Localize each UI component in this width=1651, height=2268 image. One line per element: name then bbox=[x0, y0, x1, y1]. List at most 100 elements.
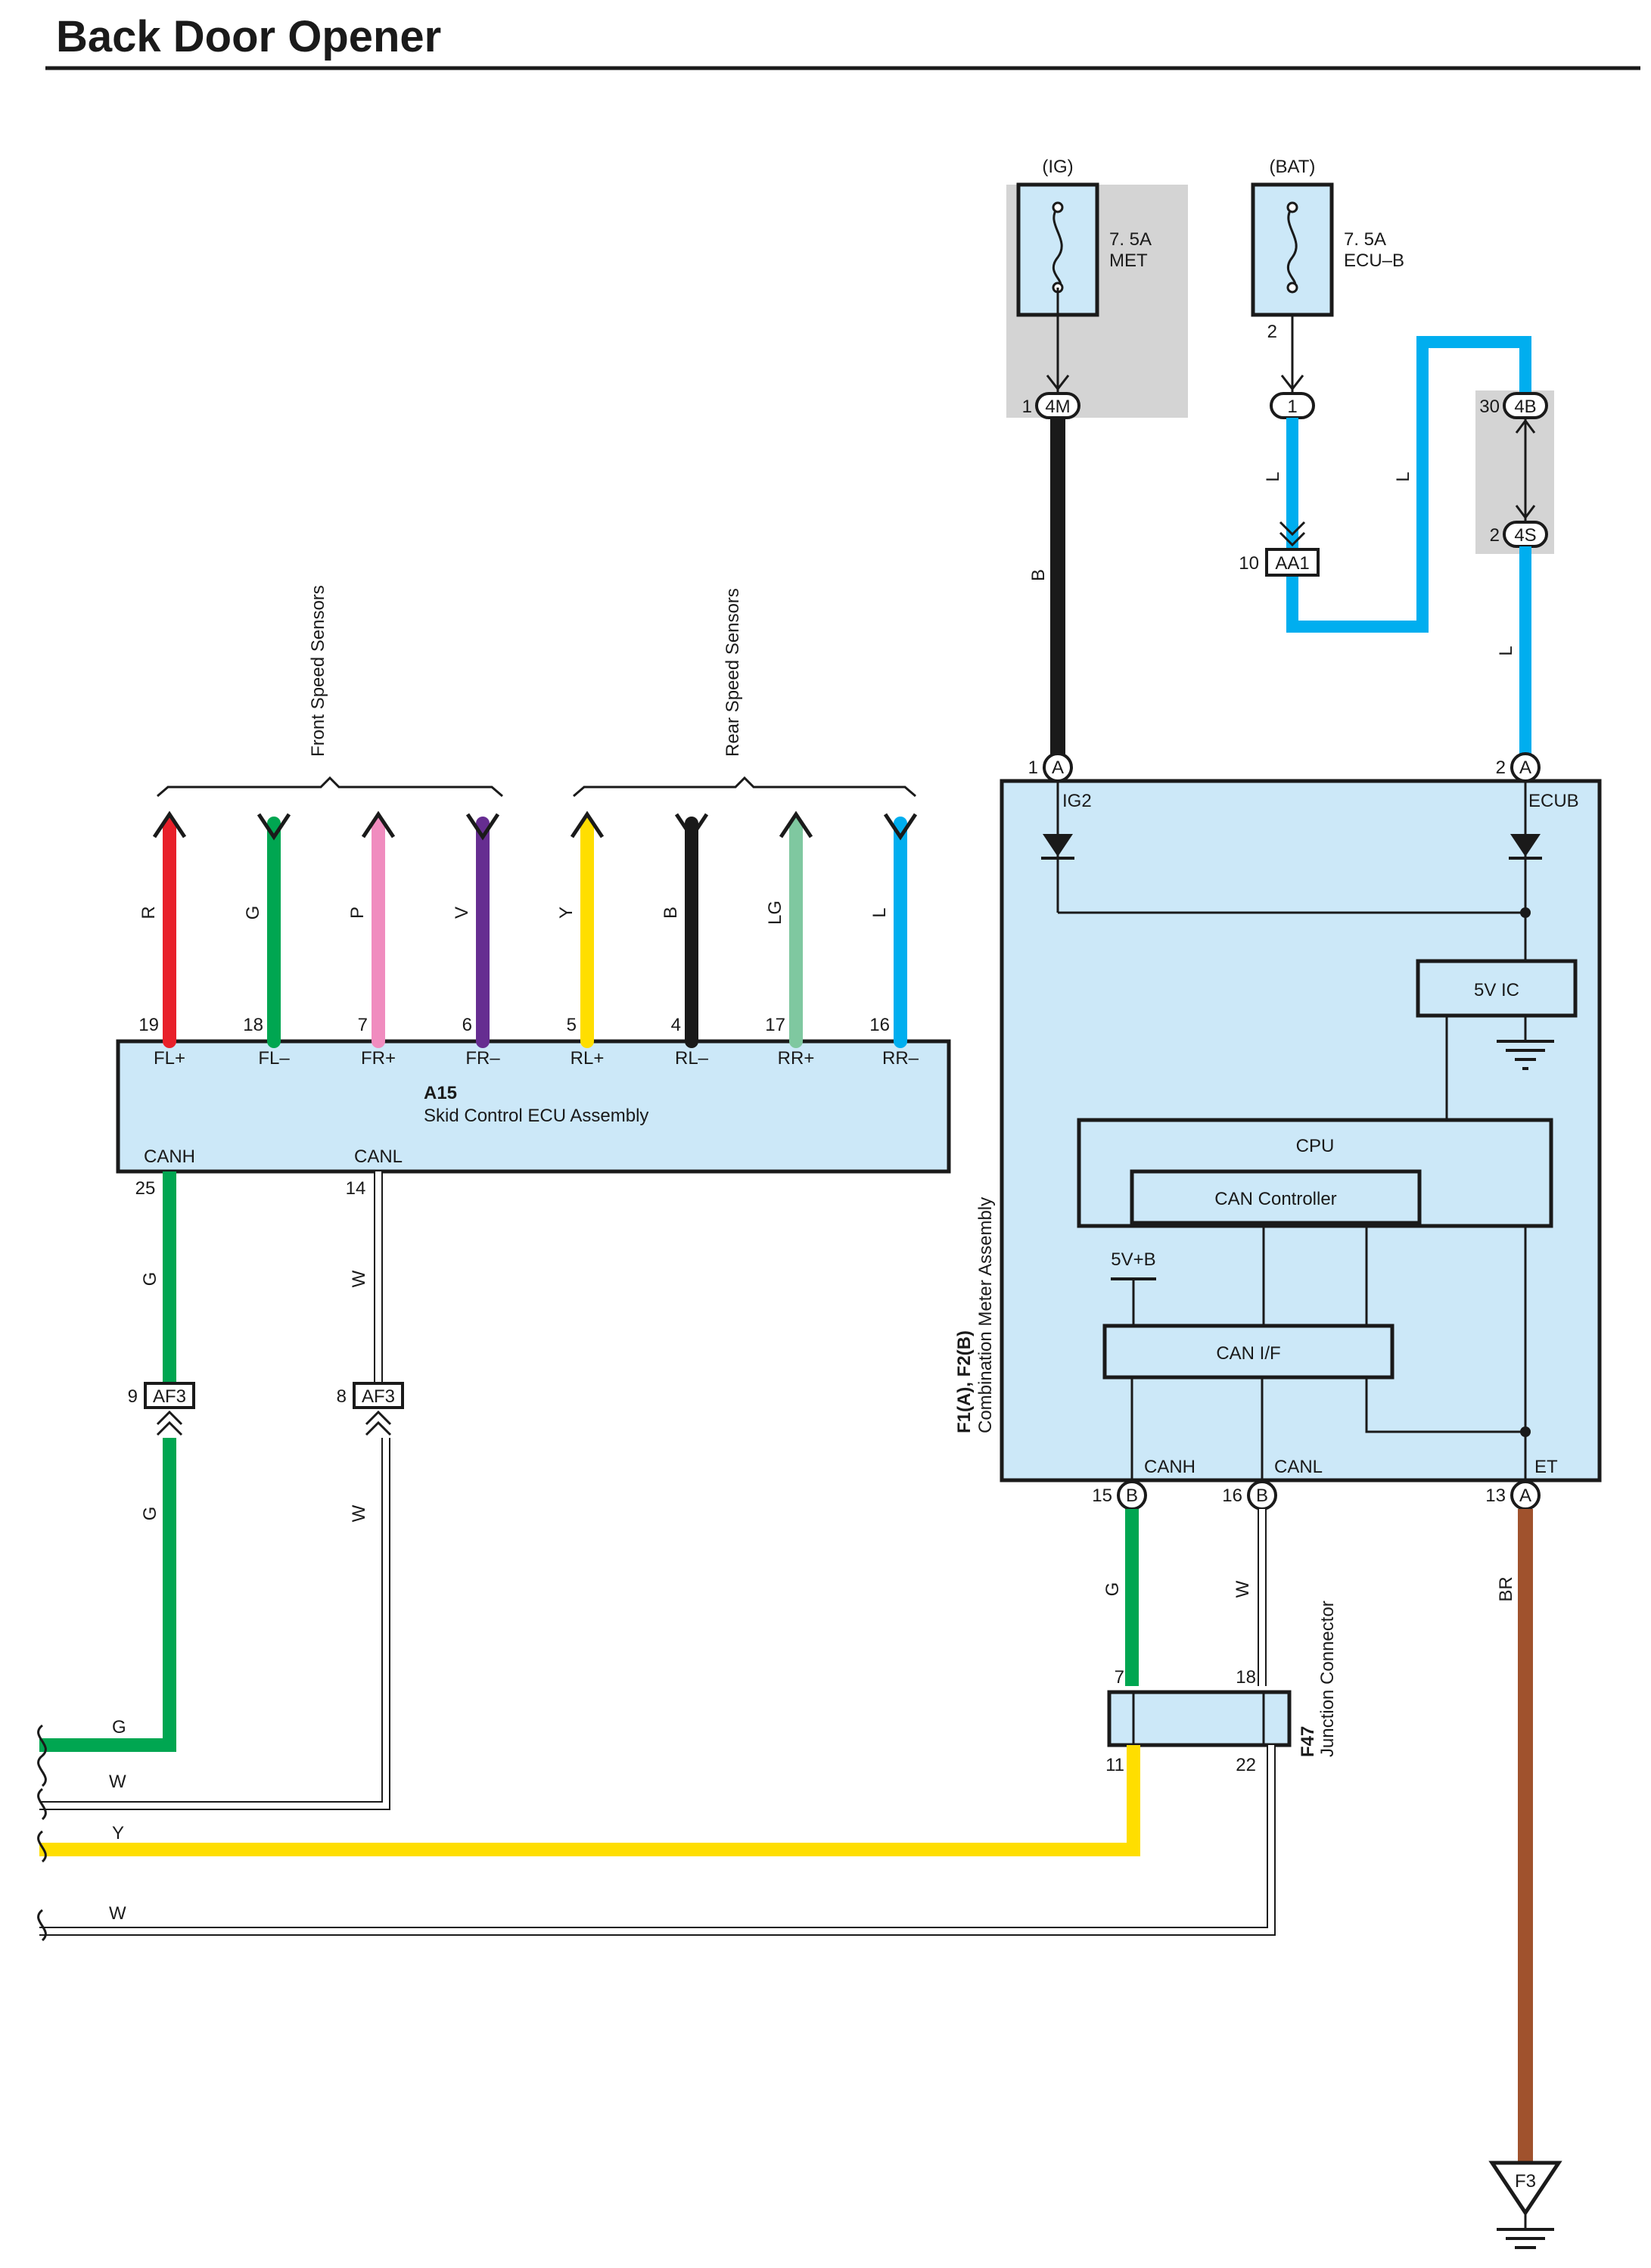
connector-4s-label: 4S bbox=[1514, 525, 1536, 546]
bat-label: (BAT) bbox=[1270, 157, 1316, 177]
diode-ig2 bbox=[1043, 834, 1073, 857]
wire-g-ecu-label: G bbox=[140, 1272, 160, 1286]
meter-ecub-conn-label: A bbox=[1519, 758, 1531, 778]
sensor-arrow-rlp bbox=[570, 810, 605, 838]
meter-name: Combination Meter Assembly bbox=[975, 1197, 996, 1433]
front-sensor-bracket bbox=[157, 776, 503, 798]
meter-ecub-label: ECUB bbox=[1528, 791, 1579, 811]
connector-aa1-pin: 10 bbox=[1239, 553, 1259, 574]
connector-4b-label: 4B bbox=[1514, 397, 1536, 417]
meter-et-label: ET bbox=[1534, 1457, 1558, 1477]
sensor-arrow-frm bbox=[465, 813, 500, 841]
connector-aa1-label: AA1 bbox=[1275, 553, 1309, 574]
sensor-wires: R19FL+G18FL–P7FR+V6FR–Y5RL+B4RL–LG17RR+L… bbox=[138, 810, 919, 1069]
fuse-ecub-contact-bottom bbox=[1286, 282, 1298, 294]
ground-f3-symbol bbox=[1488, 2161, 1562, 2217]
link-arrow-down bbox=[1515, 505, 1536, 520]
sensor-arrow-rlm bbox=[674, 813, 709, 841]
meter-canl-pin: 16 bbox=[1222, 1486, 1242, 1506]
break-mark-2 bbox=[37, 1787, 47, 1821]
sensor-wire-label-flm: G bbox=[243, 906, 263, 920]
sensor-pin-rlp: 5 bbox=[567, 1015, 577, 1035]
cpu-label: CPU bbox=[1296, 1136, 1335, 1156]
sensor-pin-flm: 18 bbox=[243, 1015, 263, 1035]
ecub-arrow bbox=[1280, 375, 1304, 391]
meter-et-conn-label: A bbox=[1519, 1486, 1531, 1506]
sensor-wire-label-rrp: LG bbox=[765, 901, 785, 925]
can-controller-block bbox=[1130, 1169, 1422, 1225]
ecub-rating: 7. 5A bbox=[1344, 229, 1386, 250]
fuse-ecub-element bbox=[1286, 207, 1298, 289]
ecu-canh-pin: 25 bbox=[135, 1178, 156, 1199]
sensor-pin-flp: 19 bbox=[138, 1015, 159, 1035]
bus-node bbox=[1520, 907, 1531, 918]
ecu-terminal-rlp: RL+ bbox=[571, 1048, 605, 1069]
connector-aa1 bbox=[1265, 548, 1320, 577]
wire-l-bat-label: L bbox=[1263, 471, 1283, 481]
connector-af3-canl-pin: 8 bbox=[337, 1386, 347, 1407]
meter-code: F1(A), F2(B) bbox=[954, 1330, 975, 1433]
ecu-canl-label: CANL bbox=[354, 1146, 403, 1167]
af3-canl-arrow bbox=[365, 1410, 392, 1436]
break-mark-4 bbox=[37, 1909, 47, 1942]
sensor-wire-label-flp: R bbox=[138, 906, 159, 919]
junction-name: Junction Connector bbox=[1317, 1601, 1338, 1757]
junction-pin-bl: 11 bbox=[1105, 1755, 1124, 1775]
sensor-wire-label-rlp: Y bbox=[556, 907, 577, 919]
sensor-arrow-flp bbox=[152, 810, 187, 838]
connector-4m-label: 4M bbox=[1045, 397, 1070, 417]
page-title: Back Door Opener bbox=[56, 12, 441, 61]
wire-l-loop-label: L bbox=[1393, 471, 1413, 481]
junction-f47 bbox=[1107, 1690, 1292, 1747]
left-wire-label-3: Y bbox=[112, 1823, 124, 1843]
wire-g-meter-label: G bbox=[1102, 1582, 1123, 1597]
sensor-pin-frm: 6 bbox=[462, 1015, 472, 1035]
junction-pin-br: 22 bbox=[1236, 1755, 1256, 1775]
connector-af3-canl bbox=[353, 1382, 404, 1409]
sensor-arrow-rrm bbox=[883, 813, 918, 841]
junction-pin-tl: 7 bbox=[1115, 1667, 1124, 1688]
wire-b-ig-label: B bbox=[1028, 569, 1049, 581]
break-mark-3 bbox=[37, 1830, 47, 1863]
connector-4m bbox=[1035, 392, 1080, 419]
ic-5v-label: 5V IC bbox=[1474, 980, 1519, 1000]
meter-ig2-pin: 1 bbox=[1028, 758, 1038, 778]
ecu-terminal-frp: FR+ bbox=[361, 1048, 396, 1069]
met-rating: 7. 5A bbox=[1109, 229, 1152, 250]
wire-br-label: BR bbox=[1496, 1576, 1516, 1601]
skid-control-ecu bbox=[116, 1039, 951, 1174]
meter-ig2-conn-label: A bbox=[1052, 758, 1064, 778]
met-name: MET bbox=[1109, 250, 1148, 271]
left-wire-label-1: G bbox=[112, 1717, 126, 1738]
ecu-terminal-rrm: RR– bbox=[882, 1048, 919, 1069]
ecub-name: ECU–B bbox=[1344, 250, 1404, 271]
wire-w-af3 bbox=[39, 1438, 389, 1809]
fuse-ecub-contact-top bbox=[1286, 201, 1298, 213]
sensor-wire-label-frp: P bbox=[347, 907, 368, 919]
meter-canl-conn-label: B bbox=[1256, 1486, 1268, 1506]
front-sensor-label-text: Front Speed Sensors bbox=[308, 585, 328, 757]
ecu-code: A15 bbox=[424, 1083, 457, 1103]
diode-ecub bbox=[1510, 834, 1541, 857]
wire-l-ecub-label: L bbox=[1496, 646, 1516, 655]
wire-w-af3-label: W bbox=[349, 1504, 369, 1522]
wire-g-af3 bbox=[39, 1438, 176, 1752]
sensor-wire-label-rrm: L bbox=[869, 907, 890, 917]
ecu-canh-label: CANH bbox=[144, 1146, 195, 1167]
left-wire-label-2: W bbox=[109, 1772, 126, 1792]
supply-label: 5V+B bbox=[1111, 1249, 1155, 1270]
sensor-pin-rrp: 17 bbox=[765, 1015, 785, 1035]
ic-5v-block bbox=[1416, 959, 1578, 1018]
sensor-arrow-frp bbox=[361, 810, 396, 838]
connector-4s-pin: 2 bbox=[1490, 525, 1500, 546]
left-wire-label-4: W bbox=[109, 1903, 126, 1924]
link-arrow-up bbox=[1515, 418, 1536, 434]
fuse-met-contact-top bbox=[1052, 201, 1064, 213]
sensor-wire-label-rlm: B bbox=[661, 907, 681, 919]
ecu-terminal-flm: FL– bbox=[258, 1048, 290, 1069]
junction-code: F47 bbox=[1298, 1726, 1318, 1757]
meter-canl-label: CANL bbox=[1274, 1457, 1323, 1477]
ground-f3-label: F3 bbox=[1515, 2171, 1536, 2192]
sensor-pin-rrm: 16 bbox=[869, 1015, 890, 1035]
met-arrow bbox=[1046, 375, 1070, 391]
